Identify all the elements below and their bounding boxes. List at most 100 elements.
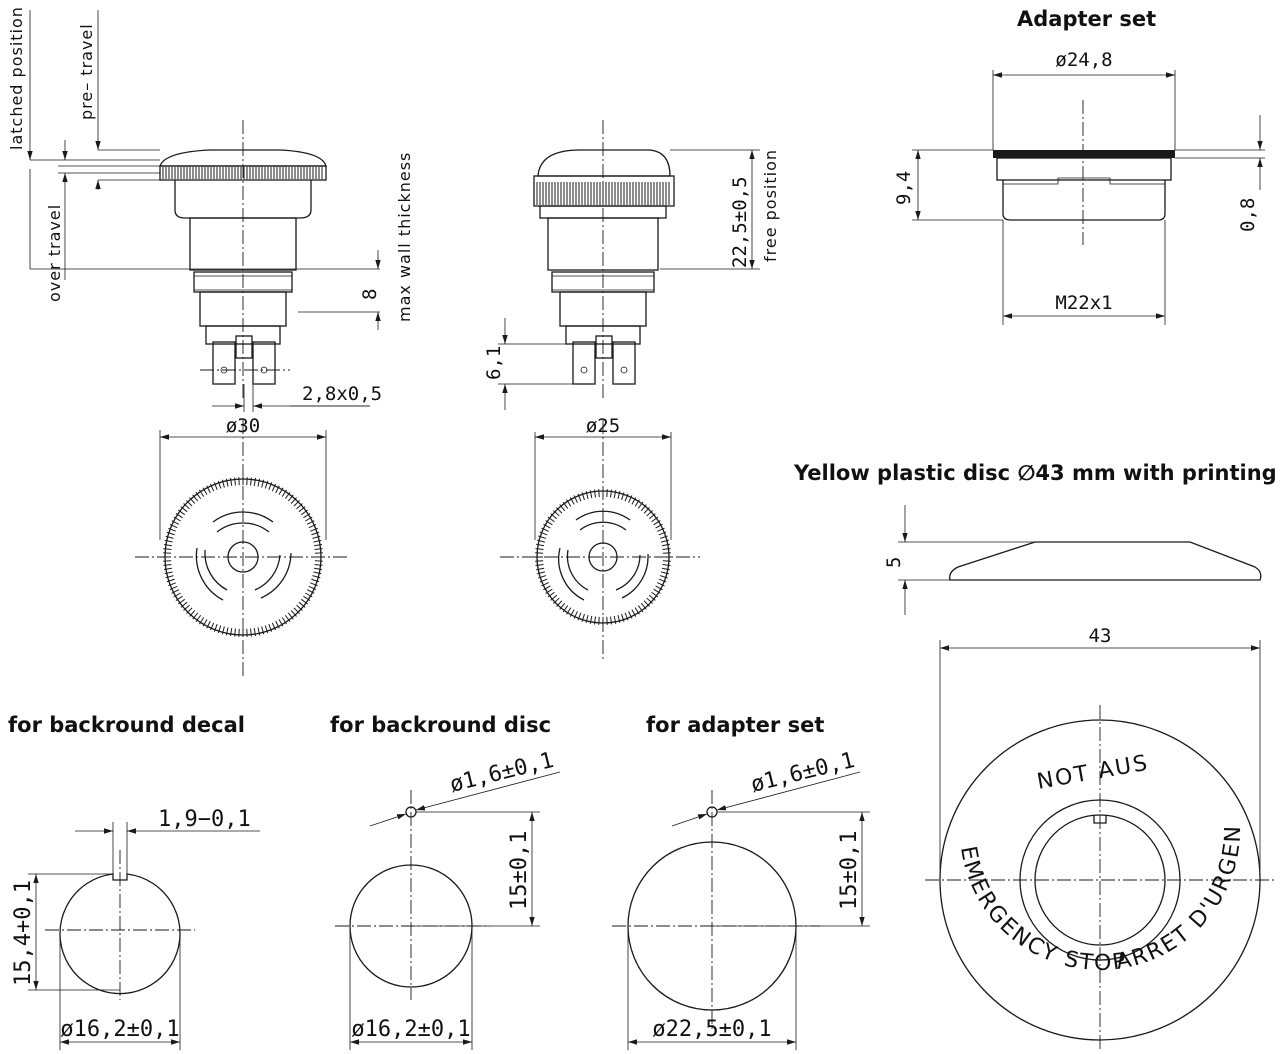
knurl-tooth <box>257 478 261 487</box>
adapter-diameter-dim: ø24,8 <box>1055 49 1112 71</box>
knurl-tooth <box>171 589 180 594</box>
knurl-tooth <box>234 477 236 486</box>
knurl-tooth <box>643 507 650 514</box>
knurl-tooth <box>662 552 671 554</box>
knurl-tooth <box>658 531 667 536</box>
adapter-set-heading: Adapter set <box>1017 7 1156 31</box>
knurl-tooth <box>655 523 663 529</box>
knurl-tooth <box>314 567 323 571</box>
knurl-tooth <box>545 588 553 594</box>
yellow-disc-thickness: 5 <box>883 557 905 568</box>
free-position-height-dim: 22,5±0,5 <box>729 176 751 268</box>
adapter-set-drawing <box>912 70 1265 325</box>
knurl-tooth <box>278 619 284 627</box>
knurl-tooth <box>606 489 608 498</box>
knurl-tooth <box>661 567 670 571</box>
knurl-tooth <box>206 620 211 629</box>
knurl-tooth <box>617 491 621 500</box>
knurl-tooth <box>284 491 291 500</box>
knurl-tooth <box>655 585 663 591</box>
knurl-tooth <box>308 585 317 590</box>
knurl-tooth <box>177 509 186 516</box>
knurl-tooth <box>617 614 621 623</box>
knurl-tooth <box>659 575 668 579</box>
adapter-thread-dim: M22x1 <box>1055 292 1112 314</box>
knurl-tooth <box>543 585 551 591</box>
knurl-tooth <box>234 628 236 637</box>
knurl-tooth <box>537 539 546 543</box>
knurl-tooth <box>298 601 306 608</box>
knurl-tooth <box>171 520 180 525</box>
knurl-tooth <box>569 497 575 505</box>
knurl-tooth <box>538 575 547 579</box>
knurl-tooth <box>653 588 661 594</box>
knurl-tooth <box>313 571 322 575</box>
knurl-tooth <box>577 612 582 621</box>
terminal-size-dim: 2,8x0,5 <box>302 383 382 405</box>
knurl-tooth <box>613 490 617 499</box>
knurl-tooth <box>556 600 563 607</box>
knurl-tooth <box>166 531 175 536</box>
knurl-tooth <box>562 501 569 509</box>
free-position-label: free position <box>761 149 780 262</box>
knurl-tooth <box>541 527 549 532</box>
knurl-tooth <box>257 627 261 636</box>
knurl-tooth <box>662 564 671 567</box>
knurl-tooth <box>646 597 653 604</box>
knurl-tooth <box>217 625 222 634</box>
knurl-tooth <box>189 497 196 504</box>
knurl-tooth <box>296 604 303 611</box>
knurl-tooth <box>250 628 252 637</box>
knurl-tooth <box>662 560 671 562</box>
knurl-tooth <box>186 500 193 507</box>
knurl-tooth <box>199 489 205 497</box>
knurl-tooth <box>271 483 276 492</box>
knurl-tooth <box>593 616 596 625</box>
knurl-tooth <box>169 585 178 590</box>
adapter-pin-offset: 15±0,1 <box>837 831 862 910</box>
knurl-tooth <box>268 624 273 632</box>
knurl-tooth <box>165 575 174 579</box>
knurl-tooth <box>613 615 617 624</box>
knurl-tooth <box>631 609 637 617</box>
pre-travel-label: pre– travel <box>77 23 96 120</box>
knurl-tooth <box>281 617 287 625</box>
front-view-30 <box>135 420 350 676</box>
knurl-tooth <box>535 547 544 550</box>
knurl-tooth <box>610 489 613 498</box>
knurl-tooth <box>312 535 321 539</box>
knurl-tooth <box>173 592 181 598</box>
decal-diameter: ø16,2±0,1 <box>60 1017 179 1042</box>
knurl-tooth <box>547 516 555 523</box>
knurl-tooth <box>166 578 175 583</box>
knurl-tooth <box>168 527 176 532</box>
knurl-tooth <box>535 552 544 554</box>
knurl-tooth <box>221 479 225 488</box>
knurl-tooth <box>287 612 294 620</box>
knurl-tooth <box>621 492 625 501</box>
knurl-tooth <box>271 622 276 631</box>
knurl-tooth <box>543 523 551 529</box>
knurl-tooth <box>313 539 322 543</box>
knurl-tooth <box>640 504 647 512</box>
knurl-tooth <box>261 626 265 635</box>
knurl-tooth <box>261 479 265 488</box>
knurl-tooth <box>175 513 183 519</box>
knurl-tooth <box>637 605 644 613</box>
knurl-tooth <box>621 613 625 622</box>
yellow-disc-front-view <box>925 640 1275 1050</box>
knurl-tooth <box>173 516 181 522</box>
yellow-disc-diameter: 43 <box>1089 625 1112 647</box>
knurl-tooth <box>163 567 172 571</box>
knurl-tooth <box>657 527 665 532</box>
side-view-latched <box>27 10 381 412</box>
knurl-tooth <box>536 567 545 571</box>
knurl-tooth <box>651 516 659 523</box>
knurl-tooth <box>559 602 566 610</box>
ring-text-not-aus: NOT AUS <box>1035 751 1151 795</box>
front-view-25-diameter: ø25 <box>586 415 620 437</box>
knurl-tooth <box>164 539 173 543</box>
knurl-tooth <box>541 582 549 587</box>
knurl-tooth <box>210 483 215 492</box>
